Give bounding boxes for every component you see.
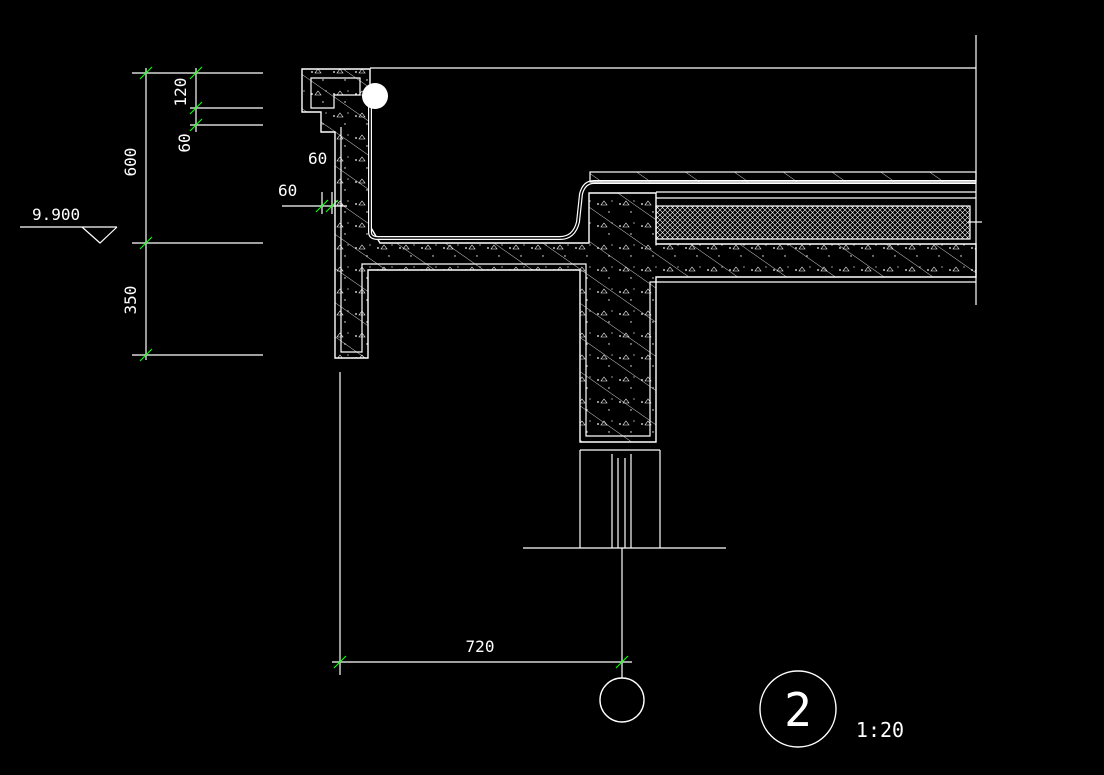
dim-60-top: 60	[175, 133, 194, 152]
gutter-lining	[362, 83, 976, 240]
dim-60-b: 60	[278, 181, 297, 200]
dim-600: 600	[121, 148, 140, 177]
dim-60-a: 60	[308, 149, 327, 168]
detail-scale: 1:20	[856, 718, 904, 742]
concrete-section	[301, 68, 977, 443]
drain-outlet-circle	[362, 83, 388, 109]
dim-720: 720	[466, 637, 495, 656]
axis-bubble	[599, 677, 645, 723]
elevation-value: 9.900	[32, 205, 80, 224]
bottom-dimension: 720	[332, 372, 645, 723]
detail-callout: 2 1:20	[759, 670, 904, 748]
detail-circle	[759, 670, 837, 748]
dim-120: 120	[171, 78, 190, 107]
wall-below	[523, 449, 726, 549]
detail-number: 2	[784, 683, 812, 737]
vertical-dimensions: 120 60 600 350	[121, 66, 263, 362]
elevation-marker: 9.900	[20, 205, 118, 244]
roof-layers	[370, 35, 982, 305]
dim-350: 350	[121, 286, 140, 315]
